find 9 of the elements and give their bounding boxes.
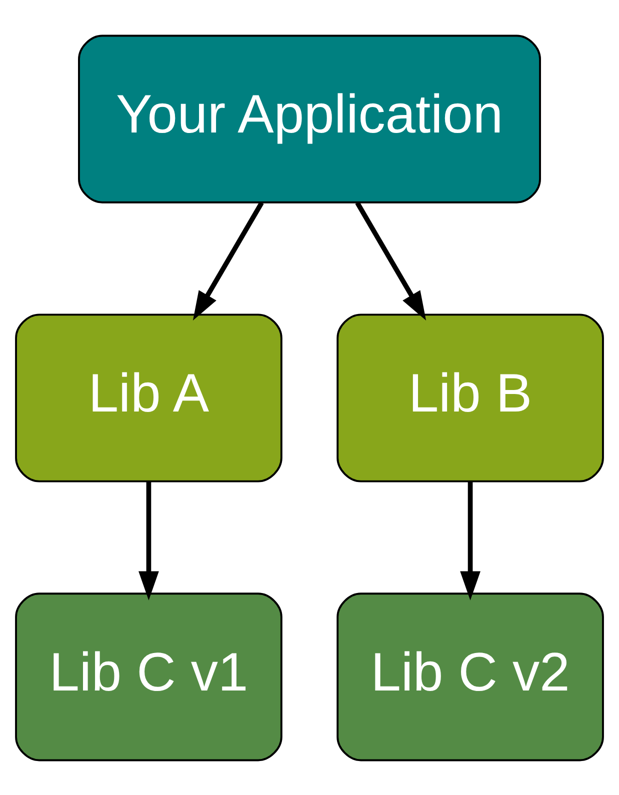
arrow [355,201,426,320]
arrow [138,481,159,600]
node-box: Lib C v2 [336,592,604,761]
node-box: Lib B [336,313,604,482]
arrow [460,481,480,600]
arrow [192,201,264,320]
node-box: Your Application [78,34,541,203]
node-box: Lib A [15,313,282,482]
node-box: Lib C v1 [15,592,282,761]
